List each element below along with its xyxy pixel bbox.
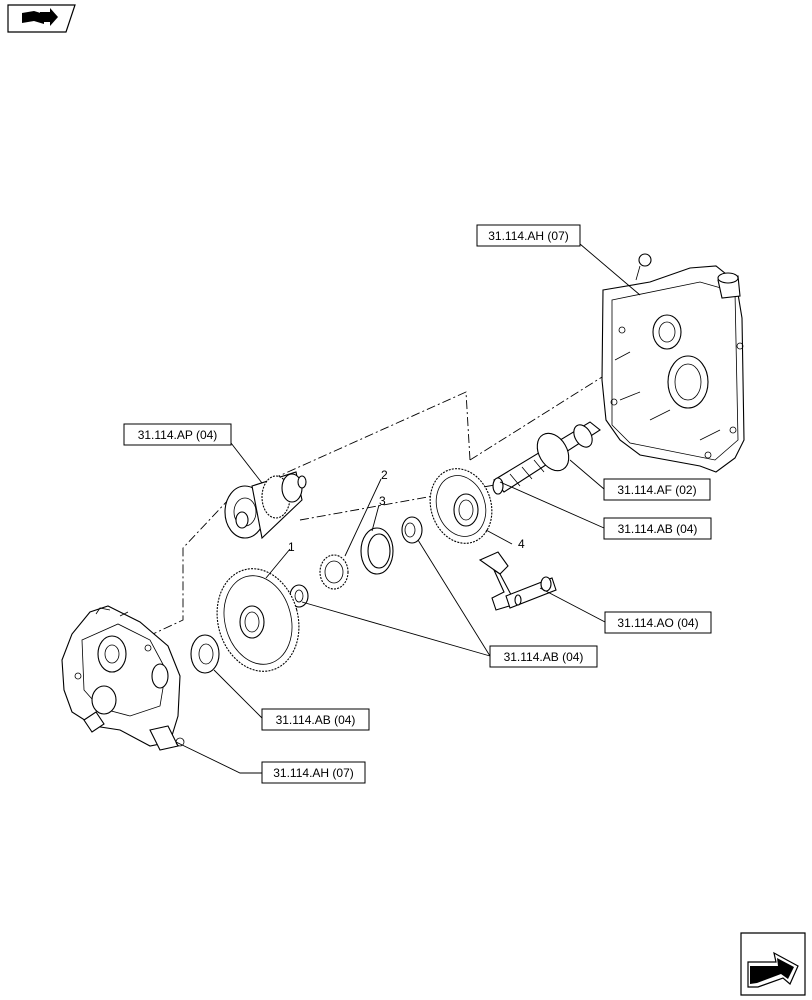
splined-shaft <box>492 421 601 495</box>
ref-label-af[interactable]: 31.114.AF (02) <box>603 478 711 501</box>
shift-fork <box>478 551 557 611</box>
leader-2 <box>344 478 382 557</box>
svg-text:31.114.AF (02): 31.114.AF (02) <box>617 483 696 497</box>
leader-af <box>569 459 605 490</box>
svg-text:31.114.AO (04): 31.114.AO (04) <box>617 616 698 630</box>
svg-text:31.114.AB (04): 31.114.AB (04) <box>618 522 698 536</box>
next-page-arrow-icon[interactable] <box>740 932 806 996</box>
synchro-ring-3 <box>360 527 394 575</box>
axis-line-lower <box>139 497 231 641</box>
ref-label-ao[interactable]: 31.114.AO (04) <box>604 611 712 634</box>
ref-label-ab-right[interactable]: 31.114.AB (04) <box>603 517 712 540</box>
callout-3: 3 <box>379 494 386 508</box>
gear-2 <box>319 554 349 590</box>
book-arrow-icon[interactable] <box>7 4 76 33</box>
gearbox-housing-left <box>61 605 185 751</box>
axis-line-ap <box>229 391 471 499</box>
axis-line-upper <box>469 371 611 461</box>
leader-3 <box>371 504 380 532</box>
svg-text:31.114.AB (04): 31.114.AB (04) <box>276 713 356 727</box>
bearing-left <box>190 634 220 674</box>
callout-2: 2 <box>381 468 388 482</box>
callout-1: 1 <box>288 540 295 554</box>
svg-text:31.114.AH (07): 31.114.AH (07) <box>488 229 569 243</box>
leader-ab-left <box>213 669 263 719</box>
leader-ap <box>230 442 263 484</box>
leader-1 <box>265 548 291 579</box>
svg-text:31.114.AP (04): 31.114.AP (04) <box>138 428 218 442</box>
cluster-shaft <box>224 471 307 540</box>
leader-4 <box>485 529 513 545</box>
gearbox-housing-right <box>601 253 745 473</box>
ref-label-ab-left[interactable]: 31.114.AB (04) <box>261 708 370 731</box>
leader-ab-center-a <box>417 539 491 657</box>
gear-4 <box>429 468 493 544</box>
ref-label-ah-bottom[interactable]: 31.114.AH (07) <box>261 761 366 784</box>
leader-ah-top <box>579 243 641 296</box>
leader-ab-center-b <box>301 601 491 657</box>
gear-1 <box>216 568 300 672</box>
svg-text:31.114.AB (04): 31.114.AB (04) <box>504 650 584 664</box>
leader-ah-bottom <box>175 741 262 774</box>
ref-label-ap[interactable]: 31.114.AP (04) <box>123 423 232 446</box>
bush-small <box>401 516 423 544</box>
leader-ab-right <box>499 481 605 529</box>
callout-4: 4 <box>518 537 525 551</box>
leader-ao <box>539 587 606 623</box>
ref-label-ah-top[interactable]: 31.114.AH (07) <box>476 224 581 247</box>
svg-text:31.114.AH (07): 31.114.AH (07) <box>273 766 354 780</box>
ref-label-ab-center[interactable]: 31.114.AB (04) <box>489 645 598 668</box>
